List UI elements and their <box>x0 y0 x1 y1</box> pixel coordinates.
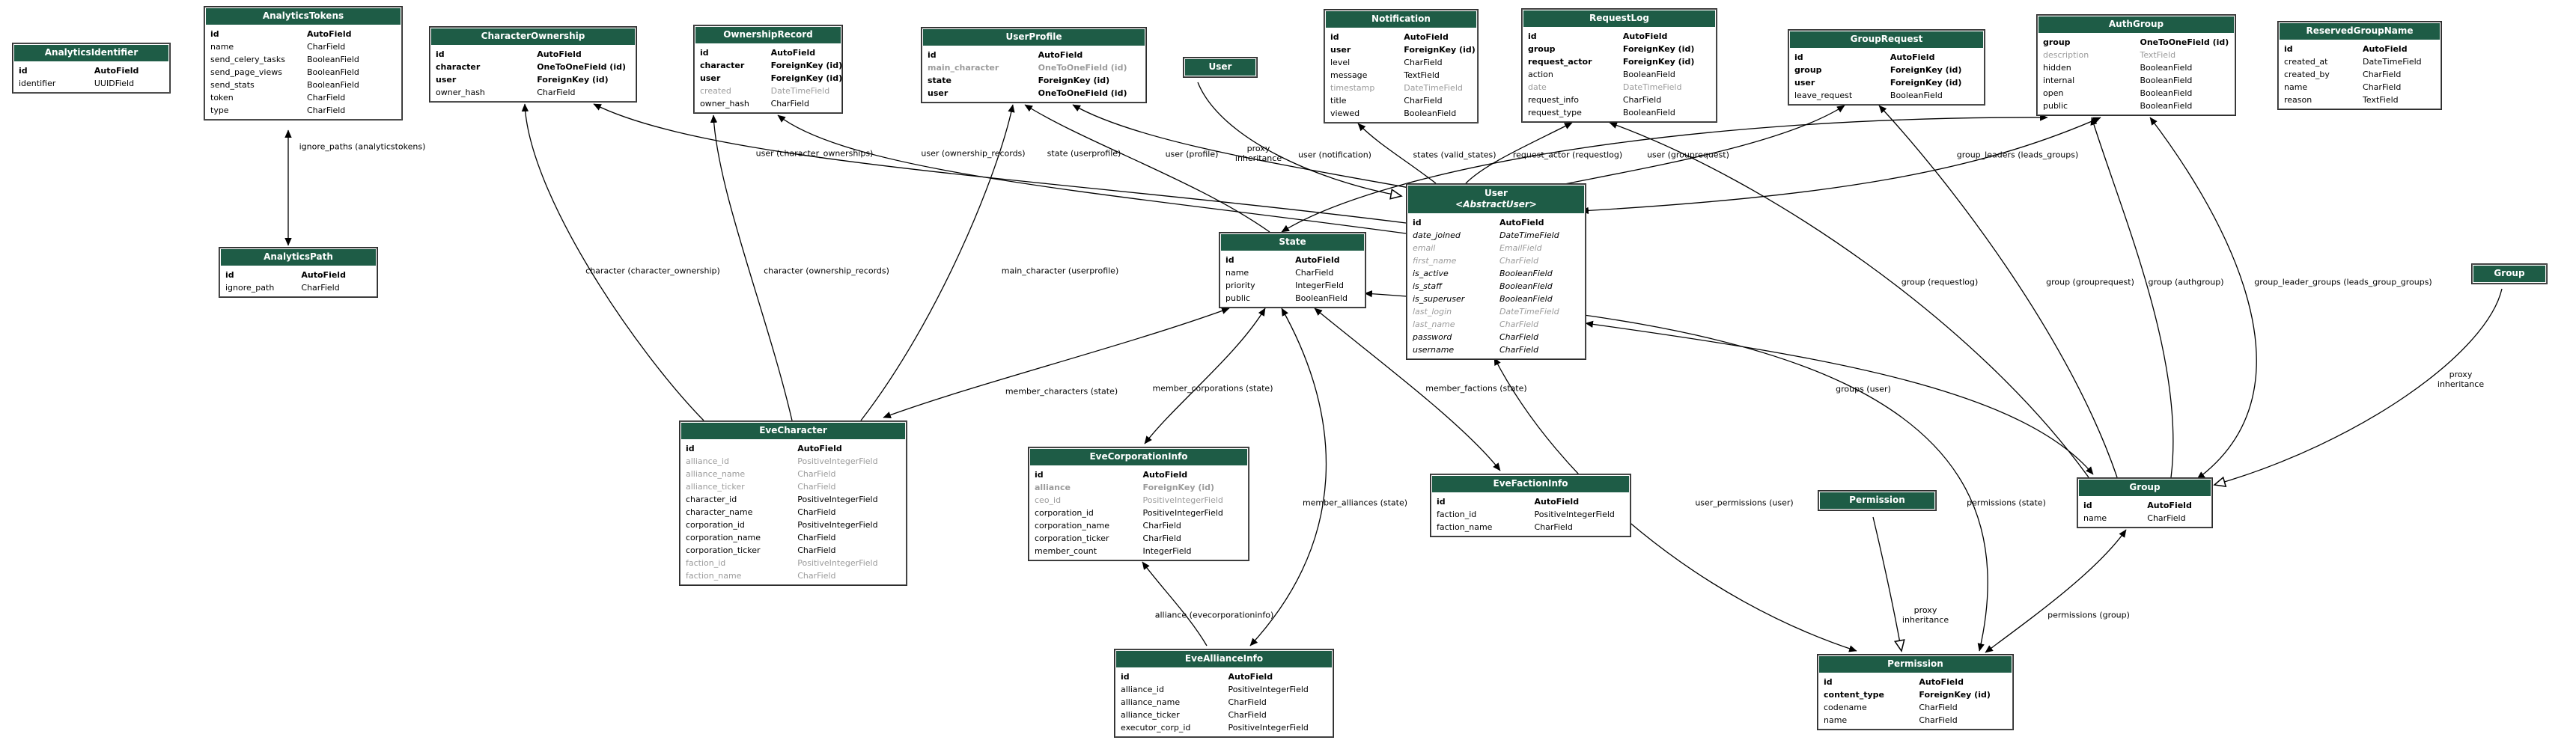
foreign-key-edge <box>777 114 1407 234</box>
many-to-many-edge <box>1585 320 2094 475</box>
foreign-key-edge <box>593 103 1407 224</box>
foreign-key-edge <box>2090 117 2174 478</box>
many-to-many-edge <box>1281 114 2048 233</box>
many-to-many-edge <box>1493 357 1857 652</box>
foreign-key-edge <box>1609 121 2089 478</box>
many-to-many-edge <box>1580 117 2101 215</box>
foreign-key-edge <box>1465 122 1573 184</box>
foreign-key-edge <box>1878 105 2118 478</box>
foreign-key-edge <box>1357 123 1437 184</box>
foreign-key-edge <box>1024 104 1270 233</box>
many-to-many-edge <box>1364 290 1988 652</box>
foreign-key-edge <box>860 104 1015 421</box>
many-to-many-edge <box>1144 308 1266 444</box>
foreign-key-edge <box>521 103 704 421</box>
inheritance-edge <box>2213 288 2503 488</box>
inheritance-edge <box>1197 82 1403 200</box>
many-to-many-edge <box>1985 529 2127 653</box>
inheritance-edge <box>1872 516 1905 652</box>
many-to-many-edge <box>2149 117 2257 480</box>
foreign-key-edge <box>710 114 793 421</box>
foreign-key-edge <box>1142 561 1208 646</box>
many-to-many-edge <box>883 308 1230 418</box>
many-to-many-edge <box>1249 308 1327 646</box>
many-to-many-edge <box>1314 308 1501 471</box>
foreign-key-edge <box>1072 104 1414 189</box>
